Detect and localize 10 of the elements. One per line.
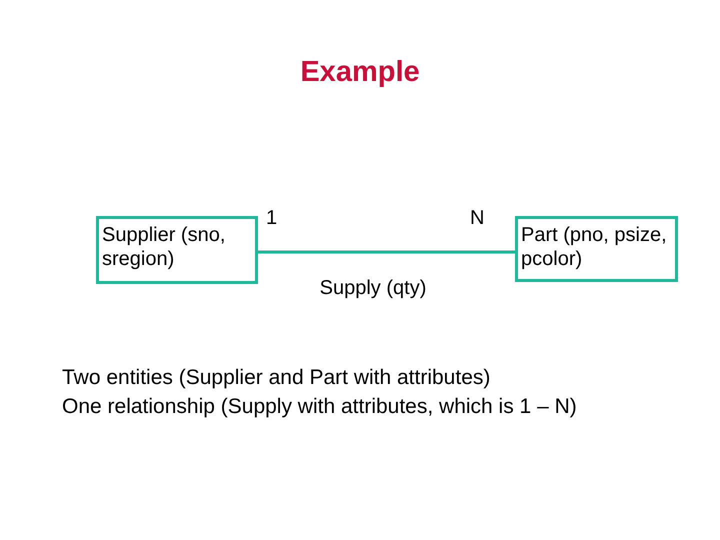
cardinality-label: N	[470, 207, 484, 230]
entity-box	[515, 216, 678, 282]
entity-label: Part (pno, psize, pcolor)	[521, 223, 668, 271]
entity-label: Supplier (sno, sregion)	[102, 223, 226, 271]
note-text: Two entities (Supplier and Part with attributes)	[62, 366, 490, 390]
note-text: One relationship (Supply with attributes, which is 1 – N)	[62, 395, 577, 419]
cardinality-label: 1	[266, 207, 278, 230]
title: Example	[299, 56, 421, 89]
entity-box	[96, 216, 258, 284]
relationship-line	[258, 250, 515, 254]
